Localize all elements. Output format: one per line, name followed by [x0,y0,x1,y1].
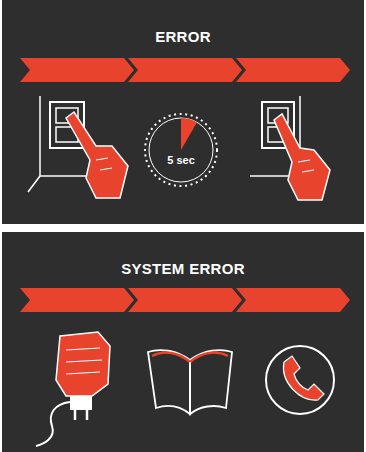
timer-ring [149,118,213,182]
timer-label: 5 sec [141,154,221,166]
timer-outline [141,110,221,190]
panel: ERROR 5 sec [2,0,364,224]
panel-title: SYSTEM ERROR [2,260,364,277]
panel: SYSTEM ERROR [2,232,364,452]
timer-circle: 5 sec [141,110,221,190]
panel-title: ERROR [2,28,364,45]
timer-ticks [145,114,217,186]
timer-wedge [181,118,197,150]
